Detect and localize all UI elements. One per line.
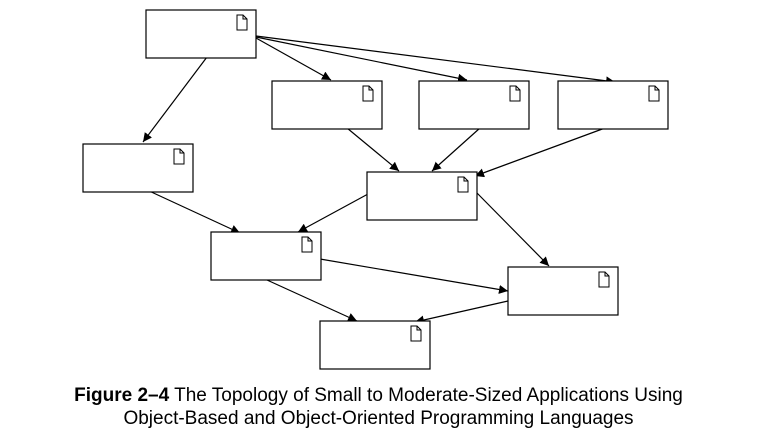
dependency-arrow-top-to-left <box>142 56 208 143</box>
module-box-left <box>82 143 194 193</box>
dependency-arrow-left-to-lower-left <box>146 189 241 234</box>
module-box-center <box>366 171 478 221</box>
document-icon <box>509 85 521 102</box>
document-icon <box>362 85 374 102</box>
dependency-arrow-center-to-lower-right <box>476 192 550 267</box>
document-icon <box>301 236 313 253</box>
dependency-arrow-center-to-lower-left <box>297 193 369 233</box>
dependency-arrow-top-to-mid-3 <box>255 35 616 86</box>
module-box-mid-1 <box>271 80 383 130</box>
dependency-arrow-top-to-mid-1 <box>255 37 332 81</box>
module-topology-diagram <box>82 9 669 370</box>
dependency-arrow-mid-1-to-center <box>346 127 400 172</box>
module-box-frame <box>557 80 669 130</box>
figure-caption: Figure 2–4 The Topology of Small to Mode… <box>0 384 757 430</box>
document-icon <box>410 325 422 342</box>
document-icon <box>648 85 660 102</box>
module-box-mid-2 <box>418 80 530 130</box>
module-box-mid-3 <box>557 80 669 130</box>
document-icon <box>236 14 248 31</box>
dependency-arrow-mid-2-to-center <box>431 127 481 172</box>
dependency-arrow-lower-left-to-bottom <box>266 279 358 322</box>
dependency-arrow-lower-right-to-bottom <box>414 300 509 325</box>
module-box-lower-left <box>210 231 322 281</box>
document-icon <box>173 148 185 165</box>
document-icon <box>457 176 469 193</box>
dependency-arrow-top-to-mid-2 <box>255 36 468 83</box>
caption-line-2: Object-Based and Object-Oriented Program… <box>123 408 634 429</box>
module-box-lower-right <box>507 266 619 316</box>
caption-line-1: The Topology of Small to Moderate-Sized … <box>174 385 683 406</box>
figure-number: Figure 2–4 <box>74 385 170 406</box>
module-box-bottom <box>319 320 431 370</box>
dependency-arrow-lower-left-to-lower-right <box>319 258 509 294</box>
dependency-arrow-mid-3-to-center <box>474 127 606 178</box>
module-box-top <box>145 9 257 59</box>
document-icon <box>598 271 610 288</box>
